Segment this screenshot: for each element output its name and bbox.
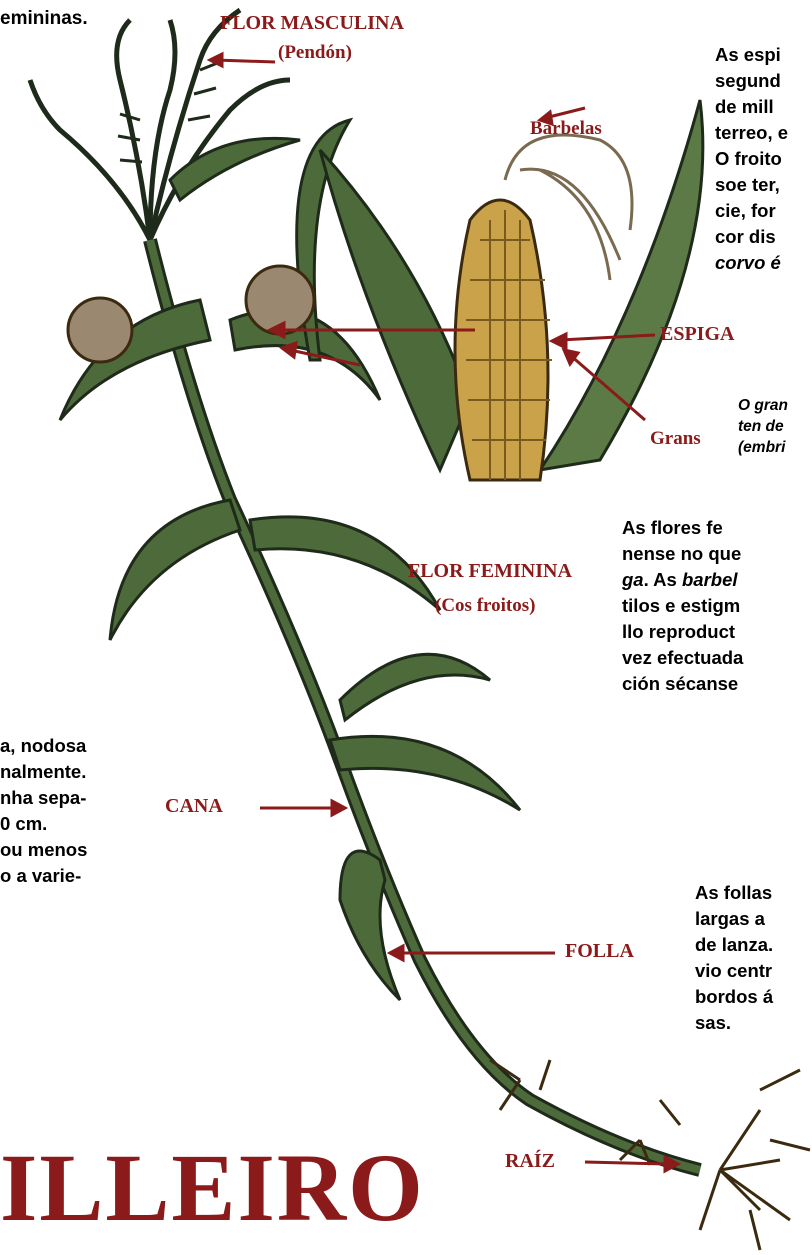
top-left-text: emininas. bbox=[0, 6, 88, 32]
follas-line: largas a bbox=[695, 906, 773, 932]
flores-line: tilos e estigm bbox=[622, 593, 743, 619]
cana-line: nalmente. bbox=[0, 759, 87, 785]
flores-line: llo reproduct bbox=[622, 619, 743, 645]
espiga-line: cie, for bbox=[715, 198, 788, 224]
tassel-drawing bbox=[30, 10, 290, 240]
label-grans: Grans bbox=[650, 428, 701, 450]
flores-line: nense no que bbox=[622, 541, 743, 567]
label-espiga: ESPIGA bbox=[660, 323, 734, 345]
flores-line: vez efectuada bbox=[622, 645, 743, 671]
espiga-line: segund bbox=[715, 68, 788, 94]
espiga-line: As espi bbox=[715, 42, 788, 68]
grans-note: O gran ten de (embri bbox=[738, 395, 788, 458]
label-barbelas: Barbelas bbox=[530, 118, 602, 140]
follas-line: As follas bbox=[695, 880, 773, 906]
espiga-paragraph: As espi segund de mill terreo, e O froit… bbox=[715, 42, 788, 276]
follas-paragraph: As follas largas a de lanza. vio centr b… bbox=[695, 880, 773, 1036]
cana-line: a, nodosa bbox=[0, 733, 87, 759]
cana-line: ou menos bbox=[0, 837, 87, 863]
grans-note-line: ten de bbox=[738, 416, 788, 437]
label-cos-froitos: (Cos froitos) bbox=[435, 595, 535, 617]
espiga-line: cor dis bbox=[715, 224, 788, 250]
flores-paragraph: As flores fe nense no que ga. As barbel … bbox=[622, 515, 743, 697]
flores-line: ción sécanse bbox=[622, 671, 743, 697]
label-raiz: RAÍZ bbox=[505, 1150, 555, 1172]
grans-note-line: (embri bbox=[738, 437, 788, 458]
espiga-line: de mill bbox=[715, 94, 788, 120]
flores-line: ga. As barbel bbox=[622, 567, 743, 593]
label-flor-feminina: FLOR FEMININA bbox=[408, 560, 572, 582]
flores-line: As flores fe bbox=[622, 515, 743, 541]
label-folla: FOLLA bbox=[565, 940, 634, 962]
follas-line: vio centr bbox=[695, 958, 773, 984]
cob-drawing bbox=[455, 200, 552, 480]
husk-drawing bbox=[320, 150, 470, 470]
cana-paragraph: a, nodosa nalmente. nha sepa- 0 cm. ou m… bbox=[0, 733, 87, 889]
espiga-line: soe ter, bbox=[715, 172, 788, 198]
cana-line: 0 cm. bbox=[0, 811, 87, 837]
label-pendon: (Pendón) bbox=[278, 42, 352, 64]
cana-line: nha sepa- bbox=[0, 785, 87, 811]
grans-note-line: O gran bbox=[738, 395, 788, 416]
espiga-line: corvo é bbox=[715, 250, 788, 276]
follas-line: bordos á bbox=[695, 984, 773, 1010]
label-cana: CANA bbox=[165, 795, 223, 817]
espiga-line: O froito bbox=[715, 146, 788, 172]
page-title: ILLEIRO bbox=[0, 1140, 425, 1236]
espiga-line: terreo, e bbox=[715, 120, 788, 146]
follas-line: de lanza. bbox=[695, 932, 773, 958]
cana-line: o a varie- bbox=[0, 863, 87, 889]
follas-line: sas. bbox=[695, 1010, 773, 1036]
label-flor-masculina: FLOR MASCULINA bbox=[220, 12, 404, 34]
